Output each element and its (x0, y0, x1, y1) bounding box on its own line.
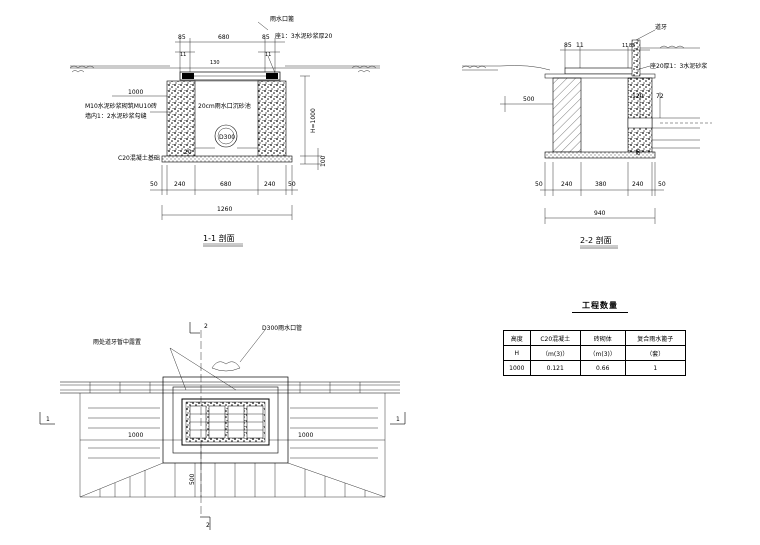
header-cell: C20混凝土 (529, 330, 581, 346)
pipe-plan (211, 361, 241, 372)
dim-top-11-right: 11 (265, 52, 271, 58)
label-mortar-2: 座20厚1：3水泥砂浆 (650, 62, 707, 70)
dim-130: 130 (210, 60, 220, 66)
dim-bottom-240-right: 240 (264, 181, 276, 188)
dim-bottom-50-left: 50 (150, 181, 158, 188)
header-cell: 复合雨水篦子 (624, 330, 687, 346)
dim-2-top-85-right: 85 (629, 43, 635, 49)
section-2-2 (461, 29, 712, 249)
label-base: C20混凝土基础 (118, 154, 160, 162)
concrete-base (161, 155, 293, 163)
dim-2-bottom-50-right: 50 (658, 181, 666, 188)
dim-2-top-85-left: 85 (564, 42, 572, 49)
dim-plan-500: 500 (189, 473, 196, 485)
dim-top-85-left: 85 (178, 34, 186, 41)
right-brick-wall (257, 80, 287, 157)
dim-2-bottom-50-left: 50 (535, 181, 543, 188)
quantities-title-underline (572, 312, 628, 313)
header-cell: 砖砌体 (579, 330, 626, 346)
dim-bottom-680: 680 (220, 181, 232, 188)
label-mortar-top: 座1：3水泥砂浆厚20 (275, 32, 332, 40)
marker-bottom-2: 2 (206, 522, 210, 529)
left-brick-wall (166, 80, 196, 157)
quantities-title: 工程数量 (582, 301, 618, 310)
table-cell: 1 (624, 360, 687, 376)
dim-20: 20 (184, 149, 192, 156)
section-1-1 (69, 21, 380, 247)
label-pipe: D300 (219, 134, 235, 141)
dim-top-11-left: 11 (180, 52, 186, 58)
marker-top-2: 2 (204, 323, 208, 330)
dim-plan-right-1000: 1000 (298, 432, 313, 439)
dim-plan-left-1000: 1000 (128, 432, 143, 439)
marker-right-1: 1 (396, 416, 400, 423)
slab-2 (564, 67, 634, 75)
section-1-1-title: 1-1 剖面 (203, 233, 235, 243)
triangle-hatch (99, 463, 366, 497)
label-curb: 道牙 (655, 23, 667, 31)
pipe-circle (214, 124, 238, 148)
label-grate-note: 雨处道牙暂中露置 (93, 338, 141, 346)
grate-support-left (182, 73, 194, 79)
grass-right-symbol (351, 65, 377, 73)
label-grate: 雨水口篦 (270, 15, 294, 23)
dim-top-85-right: 85 (262, 34, 270, 41)
grass-left-symbol (69, 65, 95, 73)
unit-cell: （m(3)） (579, 345, 626, 361)
curb-ticks (89, 382, 361, 393)
dim-2-80: 80 (636, 149, 642, 155)
label-pipe-plan: D300雨水口管 (262, 324, 302, 332)
left-wall-2 (552, 77, 582, 153)
dim-bottom-240-left: 240 (174, 181, 186, 188)
section-2-2-title: 2-2 剖面 (580, 235, 612, 245)
dim-2-total-940: 940 (594, 210, 606, 217)
plan-view (39, 322, 406, 530)
table-cell: 1000 (503, 360, 531, 376)
unit-cell: H (503, 345, 531, 361)
grate-support-right (266, 73, 278, 79)
table-cell: 0.66 (579, 360, 626, 376)
table-cell: 0.121 (529, 360, 581, 376)
base-2 (544, 151, 656, 159)
label-sediment: 20cm雨水口沉砂池 (198, 102, 251, 110)
dim-2-bottom-380: 380 (595, 181, 607, 188)
marker-left-1: 1 (46, 416, 50, 423)
label-height: H=1000 (310, 108, 317, 133)
dim-top-680: 680 (218, 34, 230, 41)
label-wall: M10水泥砂浆砌筑MU10砖 (85, 102, 157, 110)
dim-2-top-11-left: 11 (576, 42, 584, 49)
dim-2-bottom-240-left: 240 (561, 181, 573, 188)
outer-frame (162, 376, 289, 464)
unit-cell: （m(3)） (529, 345, 581, 361)
dim-bottom-50-right: 50 (288, 181, 296, 188)
dim-1000-left: 1000 (128, 89, 143, 96)
table-units-row: H （m(3)） （m(3)） （套） (503, 345, 687, 361)
grass-2-symbol (461, 65, 487, 69)
table-header-row: 高度 C20混凝土 砖砌体 复合雨水篦子 (503, 330, 687, 346)
water-lines (88, 407, 378, 459)
table-row: 1000 0.121 0.66 1 (503, 360, 687, 376)
dim-2-top-11-right: 11 (622, 43, 628, 49)
dim-total-1260: 1260 (217, 206, 232, 213)
label-plaster: 墙内1：2水泥砂浆勾缝 (85, 112, 147, 120)
dim-100: 100 (320, 155, 327, 167)
unit-cell: （套） (624, 345, 687, 361)
dim-2-bottom-240-right: 240 (632, 181, 644, 188)
dim-2-120: 120 (632, 93, 644, 100)
dim-2-72: 72 (656, 93, 664, 100)
grate-slots (189, 405, 264, 439)
dim-2-500: 500 (523, 96, 535, 103)
quantities-table: 高度 C20混凝土 砖砌体 复合雨水篦子 H （m(3)） （m(3)） （套）… (503, 330, 687, 376)
header-cell: 高度 (503, 330, 531, 346)
